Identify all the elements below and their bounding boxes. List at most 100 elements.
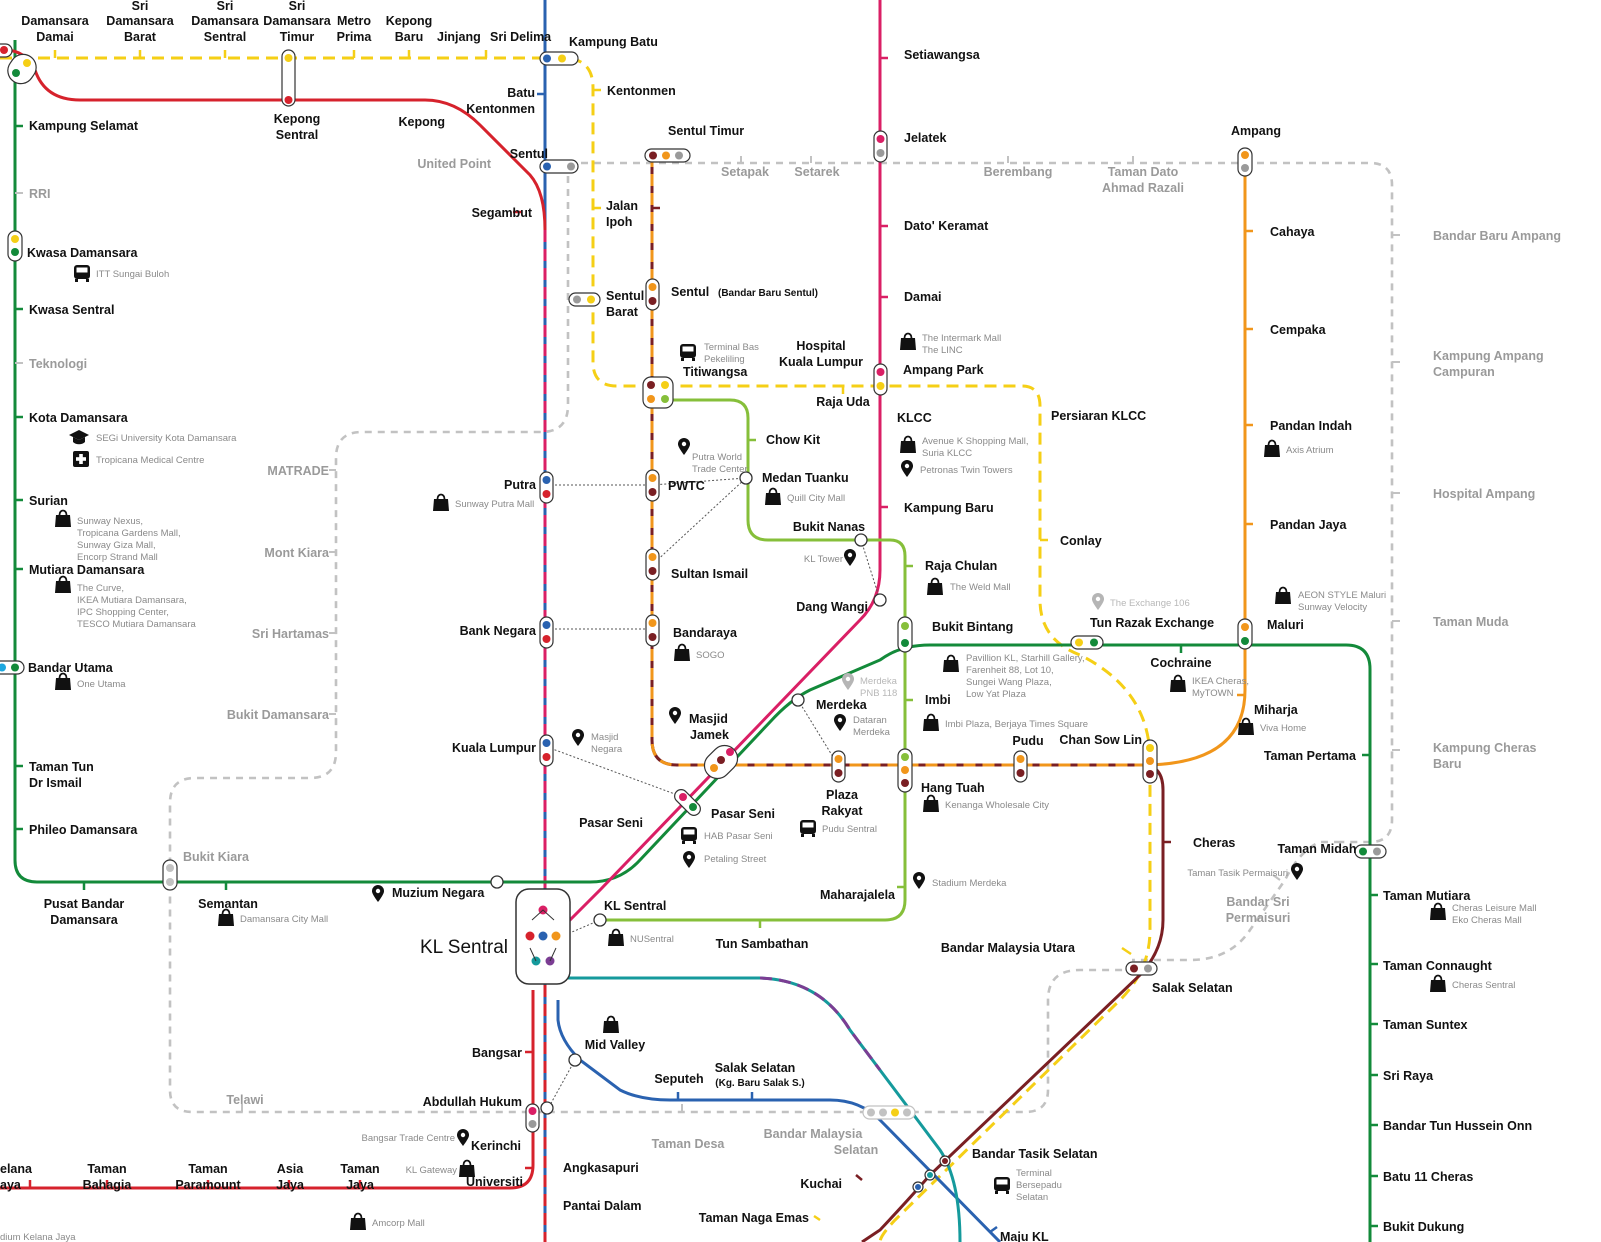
station-label: Setiawangsa	[904, 48, 981, 62]
station-label: Cochraine	[1150, 656, 1211, 670]
station-label: Kuala Lumpur	[452, 741, 536, 755]
poi-label: Avenue K Shopping Mall,	[922, 436, 1029, 447]
bus-icon	[800, 820, 816, 837]
poi-label: MyTOWN	[1192, 688, 1234, 699]
station-label: Bahagia	[83, 1178, 133, 1192]
poi-label: IKEA Cheras,	[1192, 676, 1249, 687]
connectors	[546, 477, 881, 1106]
station-label: Titiwangsa	[683, 365, 748, 379]
poi-labels: ITT Sungai Buloh SEGi University Kota Da…	[0, 269, 1536, 1242]
poi-label: Merdeka	[853, 727, 891, 738]
gray-ticks-left	[15, 192, 23, 364]
station-label: Sri	[217, 0, 234, 13]
station-label: Sentul	[606, 289, 644, 303]
station-label: Permaisuri	[1226, 911, 1291, 925]
poi-label: The Intermark Mall	[922, 333, 1001, 344]
poi-label: Petaling Street	[704, 854, 767, 865]
station-label: Putra	[504, 478, 537, 492]
poi-label: Pekeliling	[704, 354, 745, 365]
station-label: Salak Selatan	[1152, 981, 1233, 995]
hospital-icon	[73, 451, 89, 467]
circle-line-dashed	[168, 161, 1394, 1114]
location-pin-icon	[683, 851, 695, 868]
station-label: Jaya	[276, 1178, 305, 1192]
poi-label: Tropicana Medical Centre	[96, 455, 204, 466]
station-label: Jinjang	[437, 30, 481, 44]
poi-label: Terminal Bas	[704, 342, 759, 353]
red-ticks	[28, 210, 533, 1188]
poi-label: Cheras Leisure Mall	[1452, 903, 1536, 914]
station-label: PWTC	[668, 479, 705, 493]
lime-line	[600, 398, 907, 922]
station-label: (Kg. Baru Salak S.)	[715, 1078, 804, 1089]
orange-ticks	[1237, 229, 1253, 697]
station-label: Phileo Damansara	[29, 823, 138, 837]
poi-label: The Curve,	[77, 583, 124, 594]
station-labels: Damansara Damai Sri Damansara Barat Sri …	[0, 0, 1561, 1242]
poi-label: Pudu Sentral	[822, 824, 877, 835]
poi-label: SEGi University Kota Damansara	[96, 433, 237, 444]
station-label: Pandan Indah	[1270, 419, 1352, 433]
poi-label: Bangsar Trade Centre	[362, 1133, 455, 1144]
station-label: Persiaran KLCC	[1051, 409, 1146, 423]
station-label: Timur	[280, 30, 315, 44]
station-label: Ahmad Razali	[1102, 181, 1184, 195]
station-label: Mont Kiara	[264, 546, 330, 560]
station-label: Cheras	[1193, 836, 1235, 850]
station-label: Rakyat	[822, 804, 864, 818]
station-label: Kuchai	[800, 1177, 842, 1191]
shopping-bag-icon	[607, 928, 625, 947]
station-label: Bandar Utama	[28, 661, 114, 675]
poi-label: The Weld Mall	[950, 582, 1011, 593]
station-label: Sri	[132, 0, 149, 13]
shopping-bag-icon	[602, 1015, 620, 1034]
station-label: Maharajalela	[820, 888, 896, 902]
station-label: Segambut	[472, 206, 533, 220]
station-label: Sentral	[276, 128, 318, 142]
location-pin-icon	[1092, 593, 1104, 610]
station-label: Batu	[507, 86, 535, 100]
shopping-bag-icon	[1429, 974, 1447, 993]
shopping-bag-icon	[217, 908, 235, 927]
station-label: Kampung Baru	[904, 501, 994, 515]
station-markers[interactable]	[0, 43, 1387, 1193]
poi-label: Trade Center	[692, 464, 748, 475]
station-label: Sri Delima	[490, 30, 552, 44]
poi-label: Merdeka	[860, 676, 898, 687]
circle-line-ticks	[241, 156, 1400, 1112]
station-label: Bandar Baru Ampang	[1433, 229, 1561, 243]
poi-label: Sunway Velocity	[1298, 602, 1367, 613]
poi-label: Terminal	[1016, 1168, 1052, 1179]
station-label: Sentul Timur	[668, 124, 744, 138]
station-label: Telawi	[226, 1093, 263, 1107]
poi-label: The LINC	[922, 345, 963, 356]
station-label: Bandar Malaysia Utara	[941, 941, 1076, 955]
location-pin-icon	[372, 885, 384, 902]
shopping-bag-icon	[942, 654, 960, 673]
station-label-hub: KL Sentral	[420, 937, 508, 958]
station-label: Damansara	[21, 14, 89, 28]
station-label: Barat	[124, 30, 157, 44]
station-label: Abdullah Hukum	[423, 1095, 522, 1109]
station-label: Taman	[340, 1162, 379, 1176]
shopping-bag-icon	[54, 509, 72, 528]
green-line	[13, 40, 1372, 1242]
poi-label: Sunway Giza Mall,	[77, 540, 156, 551]
location-pin-icon	[913, 872, 925, 889]
poi-label: Tropicana Gardens Mall,	[77, 528, 181, 539]
station-label: Bandar Tun Hussein Onn	[1383, 1119, 1532, 1133]
station-label: Taman Tun	[29, 760, 94, 774]
station-label: Bukit Damansara	[227, 708, 330, 722]
poi-label: Taman Tasik Permaisuri	[1187, 868, 1288, 879]
shopping-bag-icon	[54, 575, 72, 594]
bus-icon	[994, 1177, 1010, 1194]
station-label: Chow Kit	[766, 433, 821, 447]
station-label: Taman Naga Emas	[699, 1211, 809, 1225]
station-label: Kampung Batu	[569, 35, 658, 49]
station-label: Damai	[36, 30, 74, 44]
station-label: Taman	[87, 1162, 126, 1176]
station-label: United Point	[417, 157, 491, 171]
station-label: Bukit Dukung	[1383, 1220, 1464, 1234]
green-ticks	[15, 124, 1378, 1228]
station-label: Berembang	[984, 165, 1053, 179]
